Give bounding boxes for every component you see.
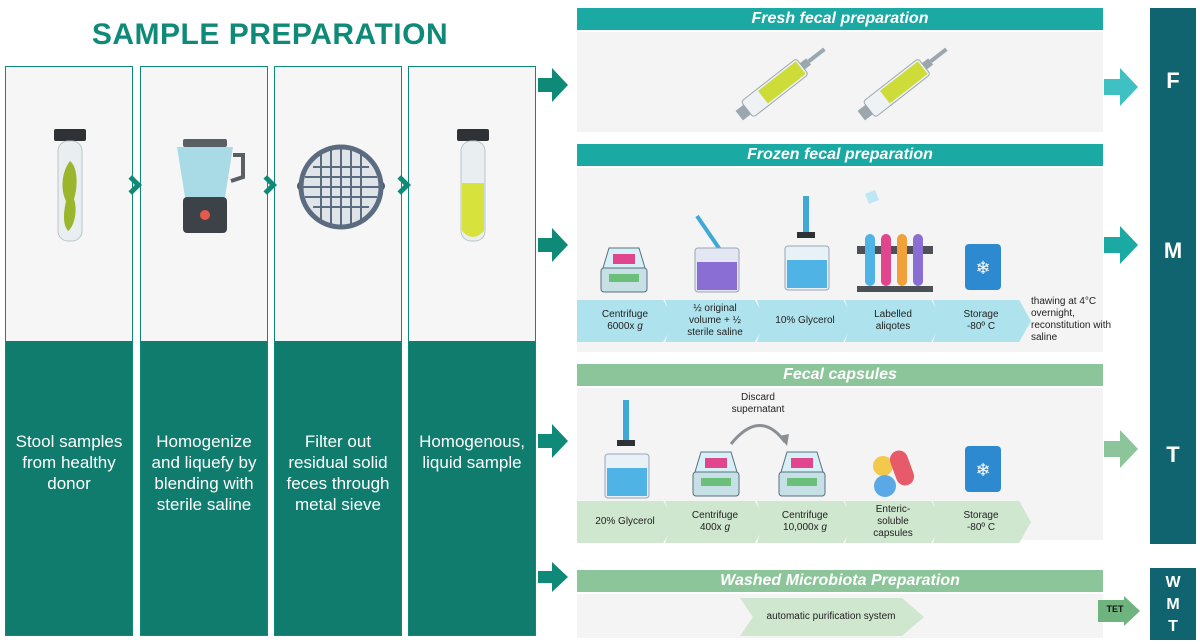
arrow-right-icon xyxy=(1104,68,1138,106)
arrow-right-icon xyxy=(538,68,568,102)
column-text: Stool samples from healthy donor xyxy=(6,341,132,635)
syringe-icon xyxy=(857,47,948,121)
step-label: 20% Glycerol xyxy=(595,516,655,527)
column-text: Homogenous, liquid sample xyxy=(409,341,535,635)
tet-arrow xyxy=(1098,596,1140,626)
column-sieve: Filter out residual solid feces through … xyxy=(274,66,402,636)
step-label: Labelled xyxy=(874,309,912,320)
step-label: volume + ½ xyxy=(689,315,741,326)
wmt-block: W M T xyxy=(1150,568,1196,640)
fmt-block: F M T xyxy=(1150,8,1196,544)
column-liquid-sample: Homogenous, liquid sample xyxy=(408,66,536,636)
fresh-preparation-header: Fresh fecal preparation xyxy=(577,8,1103,30)
step-label: aliqotes xyxy=(875,321,911,332)
fresh-preparation-panel xyxy=(577,32,1103,132)
arrow-right-icon xyxy=(1104,226,1138,264)
thawing-note: thawing at 4°C overnight, reconstitution… xyxy=(1031,296,1112,343)
frozen-step-glycerol: 10% Glycerol xyxy=(757,300,855,342)
step-label: automatic purification system xyxy=(766,611,896,622)
centrifuge-icon xyxy=(692,451,740,497)
page-title: SAMPLE PREPARATION xyxy=(91,18,449,51)
svg-text:❄: ❄ xyxy=(975,460,990,481)
arrow-right-icon xyxy=(1104,430,1138,468)
wmt-letter-t: T xyxy=(1168,618,1178,635)
arrow-right-icon xyxy=(538,228,568,262)
step-value: 400x xyxy=(699,522,725,533)
step-unit: g xyxy=(821,522,827,533)
capsules-header: Fecal capsules xyxy=(577,364,1103,386)
fmt-letter-t: T xyxy=(1166,442,1180,467)
capsules-icon xyxy=(873,450,915,497)
svg-text:❄: ❄ xyxy=(975,258,990,279)
fmt-letter-f: F xyxy=(1166,68,1180,93)
capsule-step-glycerol: 20% Glycerol xyxy=(577,501,675,543)
step-label: Centrifuge xyxy=(781,510,829,521)
freezer-icon: ❄ xyxy=(965,244,1001,290)
step-value: 10,000x xyxy=(783,522,822,533)
step-label: Centrifuge xyxy=(601,309,649,320)
capsule-step-storage: Storage-80º C xyxy=(933,501,1031,543)
column-text: Homogenize and liquefy by blending with … xyxy=(141,341,267,635)
step-unit: g xyxy=(724,522,730,533)
column-text: Filter out residual solid feces through … xyxy=(275,341,401,635)
centrifuge-icon xyxy=(600,247,648,293)
sieve-icon xyxy=(297,144,385,230)
step-label: soluble xyxy=(877,516,909,527)
step-value: -80º C xyxy=(966,522,996,533)
beaker-glycerol-icon xyxy=(604,400,650,499)
step-value: 6000x xyxy=(607,321,638,332)
step-label: Storage xyxy=(963,510,999,521)
wmt-letter-w: W xyxy=(1165,574,1181,591)
beaker-purple-icon xyxy=(694,214,740,293)
washed-step-purification: automatic purification system xyxy=(740,598,924,636)
syringe-icon xyxy=(735,47,826,121)
step-value: -80º C xyxy=(966,321,996,332)
wmt-letter-m: M xyxy=(1166,596,1180,613)
frozen-step-storage: Storage-80º C xyxy=(933,300,1031,342)
arrow-right-icon xyxy=(538,562,568,592)
step-label: Enteric- xyxy=(875,504,911,515)
blender-icon xyxy=(177,139,245,233)
step-label: Centrifuge xyxy=(691,510,739,521)
centrifuge-icon xyxy=(778,451,826,497)
step-label: Storage xyxy=(963,309,999,320)
test-tube-stool-icon xyxy=(54,129,86,242)
fmt-letter-m: M xyxy=(1163,238,1183,263)
column-stool-sample: Stool samples from healthy donor xyxy=(5,66,133,636)
beaker-glycerol-icon xyxy=(784,196,830,291)
step-unit: g xyxy=(637,321,643,332)
column-blender: Homogenize and liquefy by blending with … xyxy=(140,66,268,636)
frozen-preparation-header: Frozen fecal preparation xyxy=(577,144,1103,166)
freezer-icon: ❄ xyxy=(965,446,1001,492)
step-label: 10% Glycerol xyxy=(775,315,835,326)
tet-label: TET xyxy=(1106,604,1124,614)
curved-arrow-icon xyxy=(729,424,789,446)
washed-microbiota-header: Washed Microbiota Preparation xyxy=(577,570,1103,592)
step-label: sterile saline xyxy=(687,327,743,338)
discard-supernatant-label: Discard supernatant xyxy=(731,392,785,415)
step-label: capsules xyxy=(873,528,913,539)
arrow-right-icon xyxy=(538,424,568,458)
step-label: ½ original xyxy=(693,303,737,314)
tube-rack-icon xyxy=(857,190,933,292)
test-tube-liquid-icon xyxy=(457,129,489,242)
